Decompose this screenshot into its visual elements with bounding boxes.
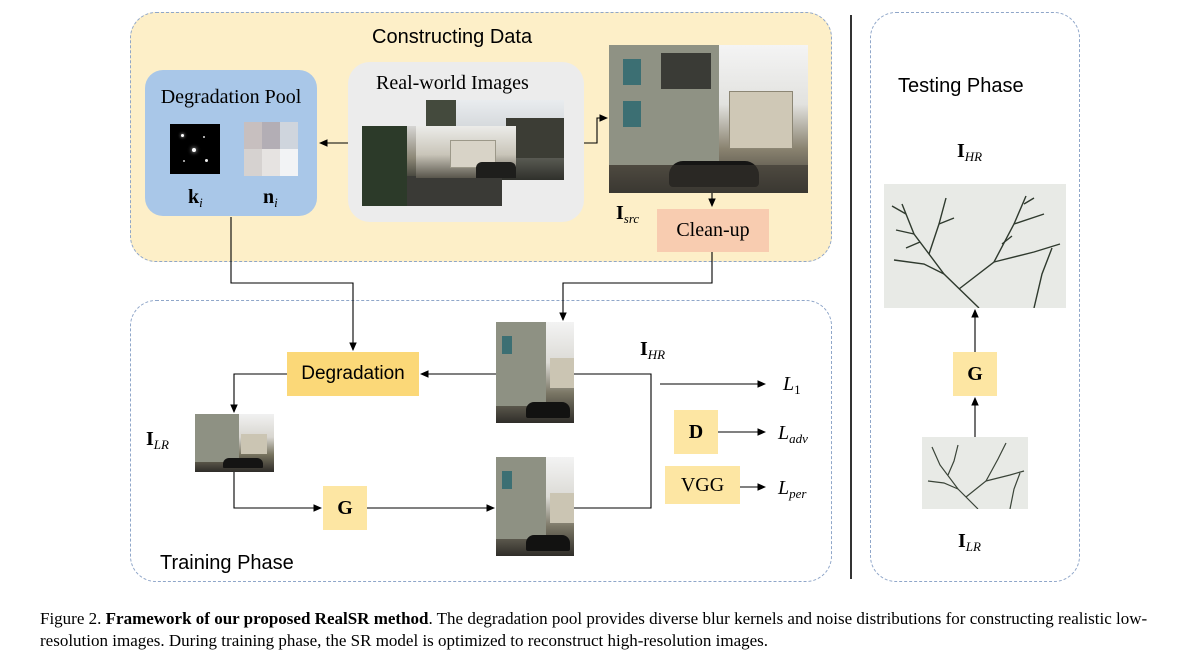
training-lr-label: ILR: [146, 428, 169, 452]
cleanup-box: Clean-up: [657, 209, 769, 252]
constructing-data-title: Constructing Data: [372, 26, 533, 48]
testing-hr-branches: [891, 195, 1061, 308]
testing-lr-branches: [927, 442, 1025, 509]
loss-per-label: Lper: [778, 477, 807, 501]
source-image: [609, 45, 808, 193]
training-sr-image: [496, 457, 574, 556]
loss-l1-label: L1: [783, 373, 801, 397]
kernel-label: ki: [188, 186, 203, 210]
discriminator-box: D: [674, 410, 718, 454]
testing-lr-image: [922, 437, 1028, 509]
degradation-box: Degradation: [287, 352, 419, 396]
training-phase-title: Training Phase: [160, 552, 294, 574]
caption-rest: . The degradation pool provides diverse …: [40, 609, 1148, 650]
testing-hr-label: IHR: [957, 140, 983, 164]
testing-hr-image: [884, 184, 1066, 308]
real-world-images-title: Real-world Images: [376, 72, 529, 94]
training-lr-image: [195, 414, 274, 472]
blur-kernel-image: [170, 124, 220, 174]
testing-lr-label: ILR: [958, 530, 981, 554]
noise-label: ni: [263, 186, 278, 210]
vertical-separator: [850, 15, 852, 579]
generator-box-testing: G: [953, 352, 997, 396]
caption-bold: Framework of our proposed RealSR method: [105, 609, 429, 628]
generator-box-training: G: [323, 486, 367, 530]
source-image-label: Isrc: [616, 202, 640, 226]
degradation-pool-title: Degradation Pool: [160, 86, 302, 108]
training-hr-image: [496, 322, 574, 423]
noise-patch-image: [244, 122, 298, 176]
training-hr-label: IHR: [640, 338, 666, 362]
caption-prefix: Figure 2.: [40, 609, 106, 628]
figure-caption: Figure 2. Framework of our proposed Real…: [40, 608, 1180, 652]
testing-phase-title: Testing Phase: [898, 75, 1024, 97]
vgg-box: VGG: [665, 466, 740, 504]
loss-adv-label: Ladv: [778, 422, 808, 446]
real-world-image-2: [416, 126, 516, 178]
